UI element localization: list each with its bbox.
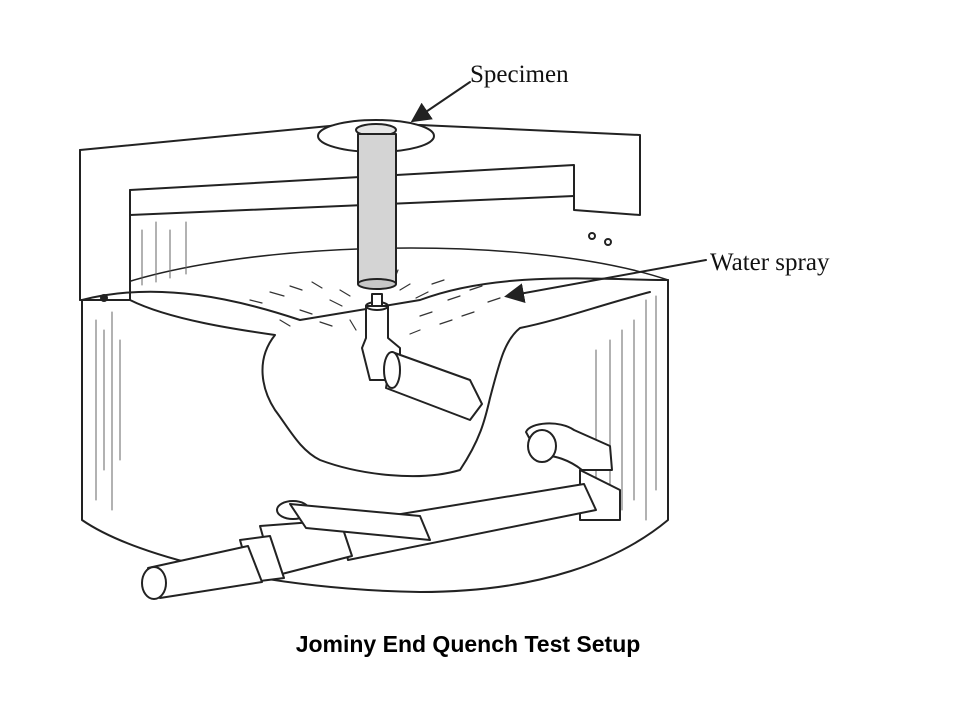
inlet-pipe — [141, 545, 263, 600]
cutaway-opening — [129, 291, 651, 478]
tank-rim — [81, 277, 669, 321]
water-spray-arrow — [504, 259, 707, 303]
specimen — [357, 133, 397, 290]
water-spray-label: Water spray — [710, 249, 830, 276]
specimen-label: Specimen — [470, 61, 569, 88]
inner-pipe — [383, 351, 483, 421]
water-spray — [249, 267, 501, 335]
outer-pipe — [339, 422, 621, 561]
specimen-arrow — [410, 81, 471, 123]
diagram-caption: Jominy End Quench Test Setup — [296, 631, 641, 657]
